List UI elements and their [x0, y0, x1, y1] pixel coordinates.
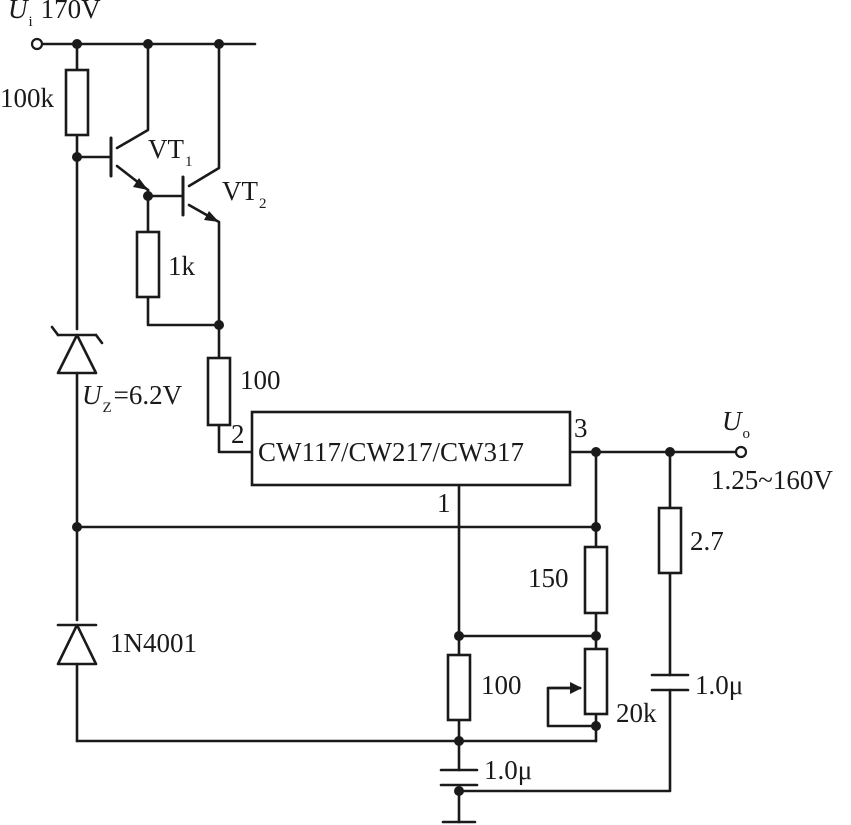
output-voltage-symbol: Uo — [722, 406, 750, 442]
input-terminal — [30, 37, 44, 51]
resistor-100k-label: 100k — [0, 83, 55, 113]
capacitor-right-label: 1.0μ — [695, 670, 743, 700]
resistor-150 — [583, 545, 609, 615]
zener-diode — [50, 325, 104, 375]
resistor-100-bottom — [446, 653, 472, 722]
resistor-1k-label: 1k — [168, 251, 196, 281]
vt2-label: VT2 — [222, 176, 267, 212]
capacitor-right — [650, 673, 690, 692]
pin-1-label: 1 — [437, 488, 451, 518]
resistor-100-top — [206, 356, 232, 427]
pin-2-label: 2 — [231, 419, 245, 449]
resistor-2-7 — [657, 506, 683, 575]
wires — [40, 42, 738, 824]
vt1-label: VT1 — [148, 134, 193, 170]
resistor-100-bottom-label: 100 — [481, 670, 522, 700]
transistor-vt1 — [109, 136, 148, 190]
potentiometer-label: 20k — [616, 698, 657, 728]
capacitor-bottom — [439, 768, 479, 787]
resistor-100k — [64, 68, 90, 137]
capacitor-bottom-label: 1.0μ — [484, 755, 532, 785]
diode-label: 1N4001 — [110, 628, 197, 658]
potentiometer-20k — [546, 647, 609, 716]
output-terminal — [734, 445, 748, 459]
diode-1n4001 — [56, 623, 98, 666]
transistor-vt2 — [181, 175, 219, 222]
resistor-100-top-label: 100 — [240, 365, 281, 395]
zener-voltage-label: UZ=6.2V — [82, 380, 183, 416]
ic-name-label: CW117/CW217/CW317 — [258, 437, 524, 467]
ic-regulator — [250, 410, 572, 487]
resistor-1k — [135, 230, 161, 299]
junction-dots — [72, 39, 675, 796]
pin-3-label: 3 — [574, 413, 588, 443]
resistor-150-label: 150 — [528, 563, 569, 593]
output-range-label: 1.25~160V — [711, 465, 833, 495]
resistor-2-7-label: 2.7 — [690, 526, 724, 556]
